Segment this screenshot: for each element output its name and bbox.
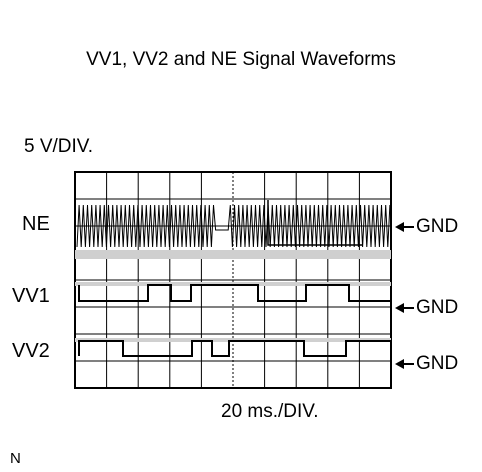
corner-note: N xyxy=(10,450,21,467)
ne-ground-marker: GND xyxy=(395,216,458,238)
left-arrow-icon xyxy=(395,359,404,369)
voltage-per-division-label: 5 V/DIV. xyxy=(24,136,94,157)
vv1-ground-marker: GND xyxy=(395,297,458,319)
ne-waveform xyxy=(76,204,391,248)
ne-envelope xyxy=(267,200,362,246)
left-arrow-icon xyxy=(395,303,404,313)
vv2-ground-marker: GND xyxy=(395,353,458,375)
scope-traces xyxy=(76,200,391,357)
ground-label: GND xyxy=(416,297,459,318)
vv2-waveform xyxy=(78,340,391,357)
vv2-channel-label: VV2 xyxy=(12,340,50,362)
left-arrow-icon xyxy=(395,222,404,232)
ground-label: GND xyxy=(416,216,459,237)
ne-ground-band xyxy=(75,250,391,259)
vv1-waveform xyxy=(78,284,391,302)
diagram-title: VV1, VV2 and NE Signal Waveforms xyxy=(86,49,396,70)
time-per-division-label: 20 ms./DIV. xyxy=(221,401,319,422)
vv1-channel-label: VV1 xyxy=(12,285,50,307)
ground-label: GND xyxy=(416,353,459,374)
ne-channel-label: NE xyxy=(22,213,50,235)
